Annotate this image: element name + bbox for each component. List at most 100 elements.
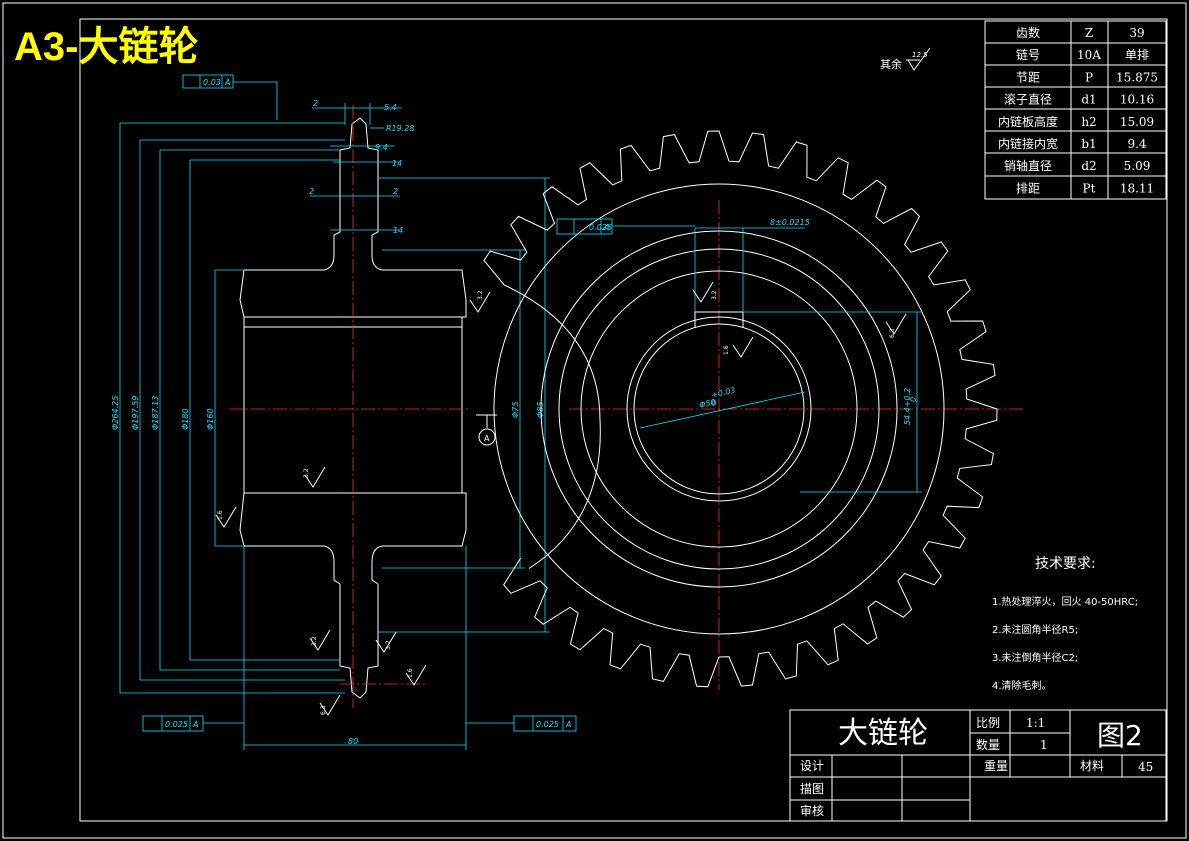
design-label: 设计 <box>800 759 824 773</box>
dim-top: 9.4 <box>375 143 388 152</box>
bore-inner <box>633 323 805 495</box>
key-dim-lower: 0 <box>909 397 918 402</box>
param-table <box>984 20 1167 200</box>
param-name: 排距 <box>1016 181 1040 195</box>
param-value: 单排 <box>1125 48 1149 62</box>
runout-right: 0.025 <box>536 720 559 729</box>
dim-top: 14 <box>393 226 403 235</box>
roughness-value: 3.2 <box>303 468 310 478</box>
draw-label: 描图 <box>800 782 824 796</box>
material-label: 材料 <box>1080 759 1104 773</box>
runout-top: 0.03 <box>203 78 221 87</box>
param-value: 18.11 <box>1120 181 1154 195</box>
dim-right: Φ75 <box>511 402 520 418</box>
drawing-number: 图2 <box>1097 719 1143 752</box>
roughness-symbol-general <box>906 47 931 71</box>
break-line <box>504 284 601 569</box>
rim-circle <box>493 183 945 635</box>
tech-req-heading: 技术要求: <box>1035 556 1096 572</box>
dim-top: 14 <box>392 159 402 168</box>
dim-top: 2 <box>393 187 398 196</box>
inner-frame <box>79 18 1168 822</box>
param-symbol: 10A <box>1077 48 1101 62</box>
flatness-datum: A <box>603 223 609 232</box>
surface-note-value: 12.5 <box>912 51 928 59</box>
param-name: 内链接内宽 <box>998 136 1058 151</box>
param-symbol: h2 <box>1081 115 1096 129</box>
qty-value: 1 <box>1040 738 1048 752</box>
material-value: 45 <box>1138 760 1153 774</box>
sheet-title: A3-大链轮 <box>14 25 198 69</box>
scale-label: 比例 <box>976 716 1000 730</box>
param-symbol: P <box>1085 70 1093 84</box>
sprocket-tooth-outline <box>483 130 998 688</box>
param-value: 5.09 <box>1124 159 1151 173</box>
param-value: 15.09 <box>1120 115 1154 129</box>
web-inner <box>540 230 898 588</box>
roughness-value: 3.2 <box>477 290 484 300</box>
bore-tol-lower: 0 <box>710 398 717 408</box>
tech-req-item: 3.未注倒角半径C2; <box>992 651 1078 664</box>
qty-label: 数量 <box>976 737 1000 752</box>
runout-right-datum: A <box>565 720 571 729</box>
datum-label: A <box>484 434 490 443</box>
param-symbol: Pt <box>1083 181 1096 195</box>
keyway-sym: 8±0.0215 <box>770 218 810 227</box>
dim-top: 5.4 <box>384 103 397 112</box>
scale-value: 1:1 <box>1026 716 1045 730</box>
dim-left: Φ160 <box>206 408 215 430</box>
roughness-value: 6.3 <box>889 328 896 338</box>
roughness-value: 1.6 <box>217 510 224 520</box>
hub-circle <box>580 270 858 548</box>
sprocket-teeth <box>483 130 998 688</box>
bore-circle <box>626 316 812 502</box>
tech-req-item: 1.热处理淬火，回火 40-50HRC; <box>992 595 1138 608</box>
param-symbol: b1 <box>1081 137 1096 151</box>
param-value: 15.875 <box>1116 70 1158 84</box>
sprocket-circles <box>493 183 945 635</box>
roughness-value: 3.2 <box>711 290 718 300</box>
dim-width: 80 <box>348 737 358 746</box>
runout-top-datum: A <box>224 78 230 87</box>
tech-req-item: 4.清除毛刺。 <box>992 679 1052 692</box>
param-name: 滚子直径 <box>1004 92 1052 107</box>
part-name: 大链轮 <box>838 716 928 751</box>
section-view <box>119 74 577 750</box>
dim-right: Φ85 <box>536 402 545 418</box>
param-name: 齿数 <box>1016 25 1040 40</box>
runout-left-datum: A <box>192 720 198 729</box>
param-symbol: d2 <box>1081 159 1096 173</box>
weight-label: 重量 <box>984 759 1008 773</box>
param-symbol: Z <box>1085 26 1093 40</box>
tech-req-item: 2.未注圆角半径R5; <box>992 623 1078 636</box>
param-name: 内链板高度 <box>998 114 1058 129</box>
param-name: 销轴直径 <box>1004 158 1052 173</box>
bore-dim: Φ50 <box>698 397 716 409</box>
check-label: 审核 <box>800 803 824 818</box>
key-dim: 54.4+0.2 <box>903 388 912 425</box>
flatness-value: 0.025 <box>589 223 612 232</box>
dim-top: 2 <box>313 99 318 108</box>
roughness-value: 1.6 <box>723 345 730 355</box>
surface-note: 其余 <box>880 57 902 71</box>
roughness-value: 1.6 <box>407 668 414 678</box>
tech-req-items: 1.热处理淬火，回火 40-50HRC; 2.未注圆角半径R5; 3.未注倒角半径C… <box>992 595 1138 692</box>
param-name: 链号 <box>1016 47 1040 62</box>
param-symbol: d1 <box>1081 93 1096 107</box>
title-block <box>789 709 1167 822</box>
roughness-value: 6.3 <box>320 705 327 715</box>
roughness-value: 3.2 <box>385 640 392 650</box>
dim-top: R19.28 <box>386 124 414 133</box>
hub-outer <box>558 248 880 570</box>
front-view <box>483 130 1025 690</box>
param-value: 39 <box>1129 26 1144 40</box>
dim-left: Φ180 <box>181 408 190 430</box>
param-name: 节距 <box>1016 70 1040 84</box>
runout-left: 0.025 <box>165 720 188 729</box>
